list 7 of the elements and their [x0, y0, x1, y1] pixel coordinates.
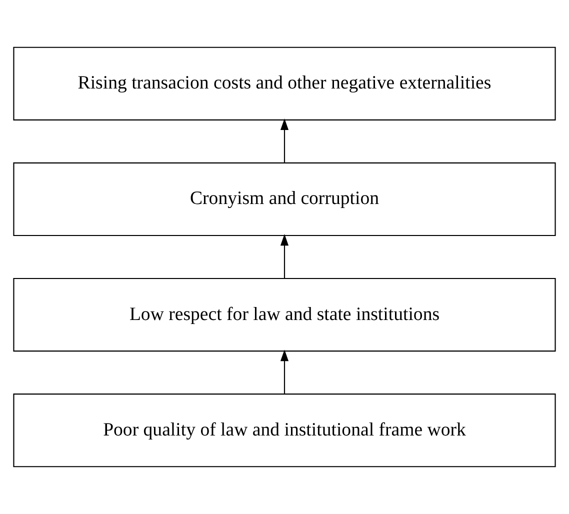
arrow — [280, 234, 289, 278]
node-box: Low respect for law and state institutions — [13, 278, 556, 352]
node-box: Cronyism and corruption — [13, 162, 556, 236]
arrow — [280, 350, 289, 394]
arrow — [280, 118, 289, 163]
node-box: Poor quality of law and institutional frame work — [13, 394, 556, 468]
node-box: Rising transacion costs and other negative externalities — [13, 46, 556, 120]
